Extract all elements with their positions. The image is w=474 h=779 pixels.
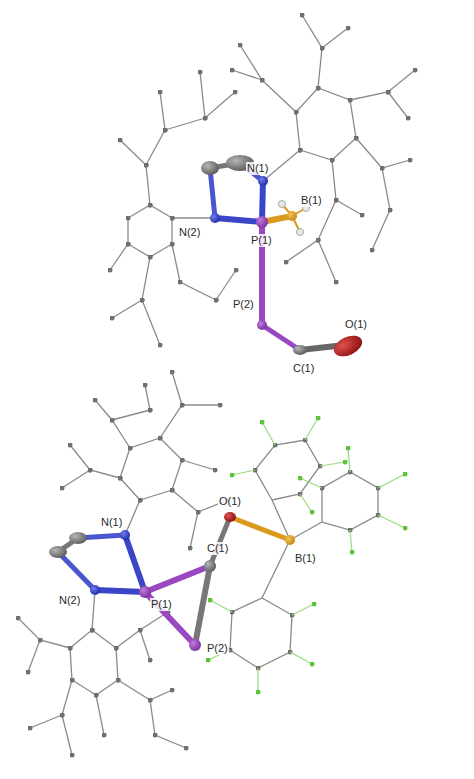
atom-label: N(1) (100, 516, 123, 529)
atom-label: N(2) (58, 594, 81, 607)
atom-label: O(1) (344, 318, 368, 331)
atom-label: P(1) (150, 598, 173, 611)
atom-label: B(1) (294, 552, 317, 565)
atom-label: N(1) (246, 162, 269, 175)
atom-label: B(1) (300, 194, 323, 207)
atom-label: O(1) (218, 495, 242, 508)
atom-label: N(2) (178, 226, 201, 239)
atom-label: P(2) (206, 642, 229, 655)
atom-label: C(1) (206, 542, 229, 555)
atom-label: C(1) (292, 362, 315, 375)
atom-label: P(2) (232, 298, 255, 311)
atom-label: P(1) (250, 234, 273, 247)
